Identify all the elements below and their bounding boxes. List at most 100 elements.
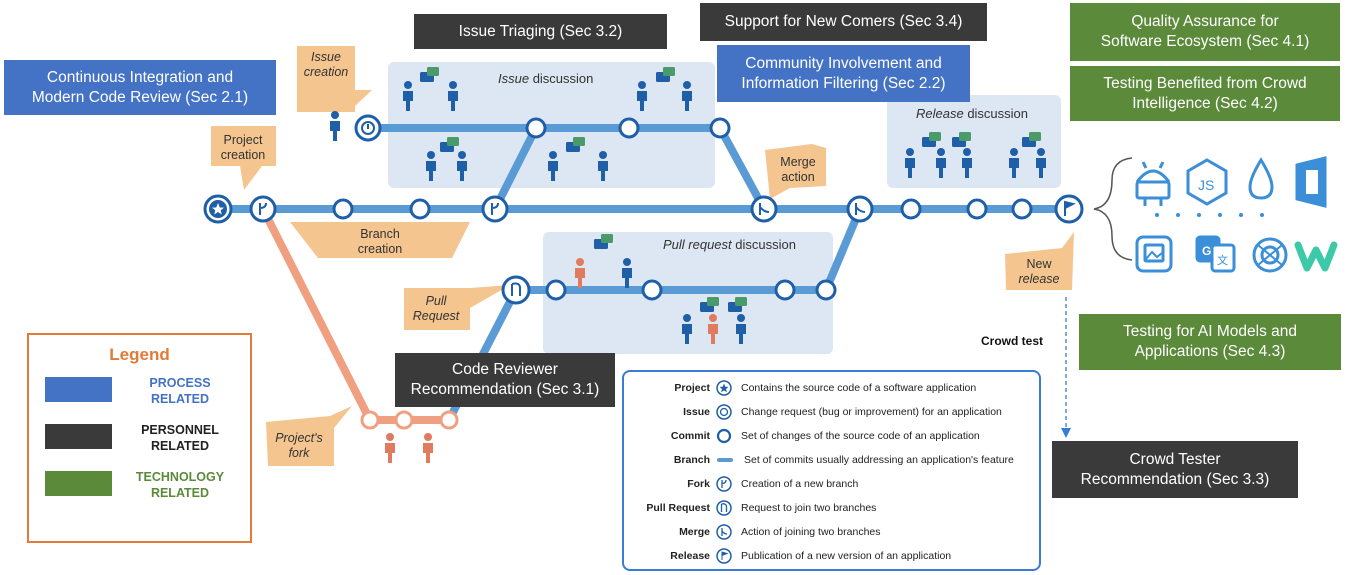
key-row: Merge Action of joining two branches [624,522,1039,542]
continuous-integration-box: Continuous Integration and Modern Code R… [4,60,276,115]
project-creation-callout [211,126,276,190]
fork-icon [491,202,499,215]
dot-icon [1260,213,1264,217]
key-desc: Set of changes of the source code of an … [741,430,980,442]
release-node [1054,194,1084,224]
fork-icon [259,202,267,215]
legend: Legend PROCESS RELATED PERSONNEL RELATED… [27,333,252,543]
key-name: Commit [670,430,710,442]
legend-swatch-technology [45,471,112,496]
pull-request-node-icon [716,500,732,516]
app-icons: JS G 文 [1135,156,1338,273]
svg-text:文: 文 [1217,253,1228,267]
merge-node-icon [716,524,732,540]
code-reviewer-recommendation-box: Code Reviewer Recommendation (Sec 3.1) [395,353,615,407]
testing-crowd-intelligence-box: Testing Benefited from Crowd Intelligenc… [1070,66,1340,121]
dot-icon [1197,213,1201,217]
person-icon [330,111,340,141]
commit-node [1011,198,1033,220]
support-newcomers-box: Support for New Comers (Sec 3.4) [700,3,987,41]
release-discussion-title: Release discussion [916,106,1029,121]
commit-node [618,117,640,139]
key-desc: Request to join two branches [741,502,877,514]
issue-node [354,114,382,142]
legend-label-technology: TECHNOLOGY RELATED [135,470,225,500]
fork-commit-node [394,410,414,430]
pull-request-label: Pull Request [412,294,460,323]
issue-branch-route [491,124,540,213]
merge-icon [759,203,770,215]
key-name: Branch [673,454,710,466]
commit-nodes [332,117,1033,301]
drop-icon [1248,157,1274,200]
branch-node [481,195,509,223]
symbol-key: Project Contains the source code of a so… [622,370,1041,571]
dot-icon [1239,213,1243,217]
commit-node [966,198,988,220]
key-row: Release Publication of a new version of … [624,546,1039,566]
person-fork-icon [385,433,395,463]
project-creation-label: Project creation [220,133,266,162]
commit-node-icon [716,428,732,444]
community-involvement-box: Community Involvement and Information Fi… [717,45,970,102]
commit-node [545,279,567,301]
svg-text:JS: JS [1198,177,1214,193]
key-name: Fork [687,478,710,490]
office-icon [1295,156,1327,208]
fork-commit-nodes [360,410,459,430]
commit-node [815,279,837,301]
legend-swatch-personnel [45,424,112,449]
commit-node [774,279,796,301]
issue-icon [361,121,375,135]
projects-fork-label: Project's fork [275,431,323,460]
nodejs-icon: JS [1186,158,1228,206]
legend-label-personnel: PERSONNEL RELATED [141,423,219,453]
merge-action-label: Merge action [780,155,816,184]
key-desc: Change request (bug or improvement) for … [741,406,1002,418]
pull-request-discussion-title: Pull request discussion [663,237,796,252]
key-name: Project [674,382,710,394]
testing-ai-models-box: Testing for AI Models and Applications (… [1079,314,1341,370]
legend-label-process: PROCESS RELATED [149,376,211,406]
commit-node [900,198,922,220]
fork-commit-node [360,410,380,430]
release-node-icon [716,548,732,564]
key-name: Pull Request [646,502,710,514]
commit-node [709,117,731,139]
commit-node [525,117,547,139]
key-desc: Publication of a new version of an appli… [741,550,952,562]
branch-line-icon [717,458,733,462]
app-dots [1155,213,1264,217]
fork-commit-node [439,410,459,430]
person-fork-icon [423,433,433,463]
pull-request-callout [404,285,510,330]
dot-icon [1218,213,1222,217]
openai-icon [1252,237,1288,273]
translate-icon: G 文 [1195,235,1236,273]
projects-fork-callout [266,406,352,466]
star-node-icon [716,380,732,396]
key-row: Project Contains the source code of a so… [624,378,1039,398]
issue-creation-label: Issue creation [303,50,349,79]
key-name: Issue [683,406,710,418]
project-node [203,194,233,224]
commit-node [641,279,663,301]
dot-icon [1176,213,1180,217]
key-desc: Contains the source code of a software a… [741,382,977,394]
fork-node [249,195,277,223]
image-app-icon [1135,235,1173,273]
flag-icon [1064,200,1076,216]
commit-node [409,198,431,220]
wordmark-icon [1294,241,1338,272]
key-desc: Action of joining two branches [741,526,881,538]
pull-request-node [501,275,531,305]
issue-creation-callout [297,46,372,112]
crowd-tester-recommendation-box: Crowd Tester Recommendation (Sec 3.3) [1052,441,1298,498]
branch-creation-callout [290,222,470,258]
new-release-callout [1005,232,1074,290]
key-row: Fork Creation of a new branch [624,474,1039,494]
issue-discussion-title: Issue discussion [498,71,594,86]
key-row: Pull Request Request to join two branche… [624,498,1039,518]
key-name: Merge [679,526,710,538]
